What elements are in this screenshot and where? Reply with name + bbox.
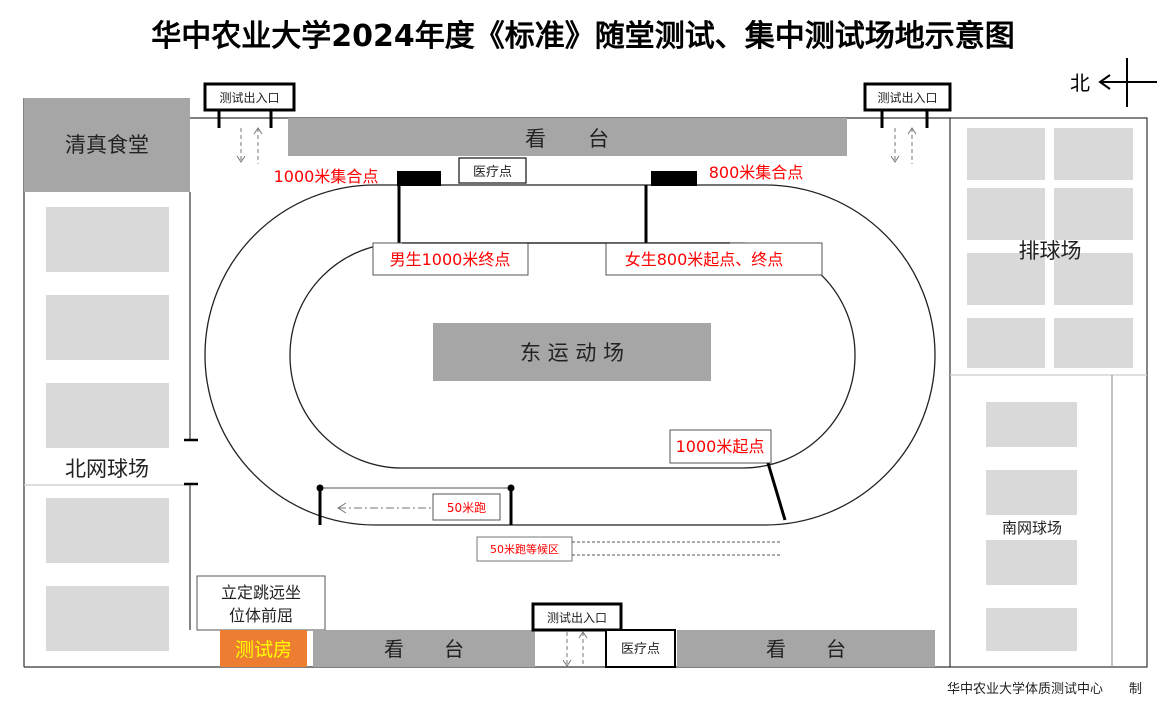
north-arrow-icon (1098, 58, 1157, 107)
assembly-800-label: 800米集合点 (709, 163, 804, 182)
start-1000: 1000米起点 (669, 429, 787, 521)
svg-text:看 台: 看 台 (525, 127, 609, 151)
svg-text:1000米起点: 1000米起点 (676, 437, 765, 456)
south-tennis-courts (986, 402, 1077, 651)
gate-top-left: 测试出入口 (203, 82, 296, 164)
svg-text:医疗点: 医疗点 (473, 165, 512, 180)
assembly-marker-1000 (397, 171, 441, 186)
svg-text:看 台: 看 台 (766, 637, 846, 661)
footer-credit: 华中农业大学体质测试中心 制 (947, 681, 1142, 697)
finish-men-1000: 男生1000米终点 (372, 242, 529, 276)
track-outer-lane (204, 184, 936, 526)
svg-text:测试出入口: 测试出入口 (219, 90, 279, 105)
svg-text:测试出入口: 测试出入口 (877, 90, 937, 105)
svg-text:东 运 动 场: 东 运 动 场 (520, 341, 624, 365)
jump-sit-reach-area: 立定跳远坐 位体前屈 (196, 575, 326, 631)
sprint-50-lane: 50米跑 (316, 484, 515, 525)
gate-bottom: 测试出入口 (531, 602, 623, 667)
svg-text:看 台: 看 台 (384, 637, 464, 661)
map-title: 华中农业大学2024年度《标准》随堂测试、集中测试场地示意图 (151, 19, 1015, 54)
bottom-stand-right: 看 台 (677, 630, 935, 667)
svg-text:立定跳远坐: 立定跳远坐 (221, 583, 301, 602)
sprint-50-waiting-area: 50米跑等候区 (476, 536, 780, 562)
medical-point-bottom: 医疗点 (605, 629, 676, 668)
svg-text:50米跑等候区: 50米跑等候区 (490, 542, 559, 556)
north-tennis-courts (46, 207, 169, 651)
north-label: 北 (1070, 71, 1090, 95)
svg-text:测试出入口: 测试出入口 (547, 610, 607, 625)
volleyball-label: 排球场 (1019, 239, 1082, 263)
svg-text:50米跑: 50米跑 (447, 501, 486, 515)
svg-text:男生1000米终点: 男生1000米终点 (390, 250, 511, 269)
svg-text:女生800米起点、终点: 女生800米起点、终点 (625, 250, 784, 269)
svg-text:清真食堂: 清真食堂 (65, 133, 149, 157)
north-tennis-label: 北网球场 (65, 457, 149, 481)
right-zone (949, 117, 1148, 668)
top-stand: 看 台 (288, 118, 847, 156)
medical-point-top: 医疗点 (458, 157, 527, 184)
gate-top-right: 测试出入口 (863, 82, 952, 164)
assembly-marker-800 (651, 171, 697, 186)
side-gates (184, 438, 198, 486)
svg-text:测试房: 测试房 (235, 639, 292, 661)
volleyball-courts (967, 128, 1133, 368)
south-tennis-label: 南网球场 (1002, 519, 1062, 537)
assembly-1000-label: 1000米集合点 (274, 167, 379, 186)
test-room: 测试房 (220, 630, 307, 667)
east-field: 东 运 动 场 (433, 323, 711, 381)
bottom-stand-left: 看 台 (313, 630, 535, 667)
svg-text:位体前屈: 位体前屈 (229, 606, 293, 625)
svg-text:医疗点: 医疗点 (621, 642, 660, 657)
canteen: 清真食堂 (24, 98, 190, 192)
start-finish-women-800: 女生800米起点、终点 (605, 242, 823, 276)
